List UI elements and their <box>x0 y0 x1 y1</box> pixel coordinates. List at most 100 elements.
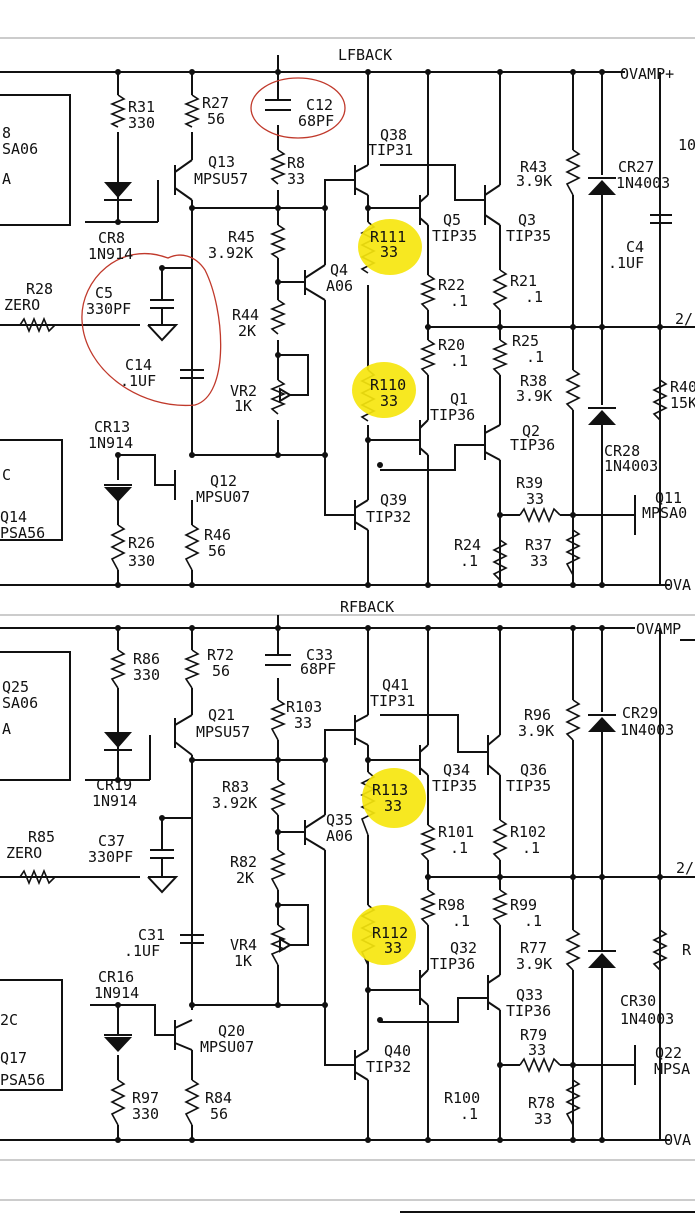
val-R24: .1 <box>460 552 478 570</box>
edge-bottom-0: Q25 <box>2 678 29 696</box>
ref-Q35: Q35 <box>326 811 353 829</box>
rail-pos-bottom: OVAMP <box>636 620 681 638</box>
edge-top-2: A <box>2 170 11 188</box>
val-R98: .1 <box>452 912 470 930</box>
val-R97: 330 <box>132 1105 159 1123</box>
val-R45: 3.92K <box>208 244 253 262</box>
ref-R28: R28 <box>26 280 53 298</box>
ref-R85: R85 <box>28 828 55 846</box>
val-R20: .1 <box>450 352 468 370</box>
ref-C14: C14 <box>125 356 152 374</box>
val-R82: 2K <box>236 869 254 887</box>
ref-R86: R86 <box>133 650 160 668</box>
ref-CR8: CR8 <box>98 229 125 247</box>
val-VR2: 1K <box>234 397 252 415</box>
edge-top-0: 8 <box>2 124 11 142</box>
val-R44: 2K <box>238 322 256 340</box>
val-C12: 68PF <box>298 112 334 130</box>
ref-Q3: Q3 <box>518 211 536 229</box>
edge-bottom-6: 2/ <box>676 859 694 877</box>
ref-CR19: CR19 <box>96 776 132 794</box>
ref-R37: R37 <box>525 536 552 554</box>
val-R78: 33 <box>534 1110 552 1128</box>
val-CR19: 1N914 <box>92 792 137 810</box>
ref-Q40: Q40 <box>384 1042 411 1060</box>
edge-top-6: 10 <box>678 136 695 154</box>
ref-Q12: Q12 <box>210 472 237 490</box>
val-C37: 330PF <box>88 848 133 866</box>
val-Q33: TIP36 <box>506 1002 551 1020</box>
ref-VR4: VR4 <box>230 936 257 954</box>
edge-bottom-7: R <box>682 941 692 959</box>
ref-R26: R26 <box>128 534 155 552</box>
ref-Q22: Q22 <box>655 1044 682 1062</box>
val-R96: 3.9K <box>518 722 554 740</box>
ref-C33: C33 <box>306 646 333 664</box>
val-Q40: TIP32 <box>366 1058 411 1076</box>
ref-R84: R84 <box>205 1089 232 1107</box>
ref-R24: R24 <box>454 536 481 554</box>
edge-bottom-1: SA06 <box>2 694 38 712</box>
ref-R77: R77 <box>520 939 547 957</box>
val-CR28: 1N4003 <box>604 457 658 475</box>
val-R37: 33 <box>530 552 548 570</box>
labels: LFBACK OVAMP+ OVA R31 330 R27 56 C12 68P… <box>0 46 695 1149</box>
ref-R31: R31 <box>128 98 155 116</box>
ref-R110: R110 <box>370 376 406 394</box>
val-R21: .1 <box>525 288 543 306</box>
ref-VR2: VR2 <box>230 382 257 400</box>
ref-R82: R82 <box>230 853 257 871</box>
ref-Q32: Q32 <box>450 939 477 957</box>
ref-R100: R100 <box>444 1089 480 1107</box>
val-CR16: 1N914 <box>94 984 139 1002</box>
val-CR29: 1N4003 <box>620 721 674 739</box>
val-R110: 33 <box>380 392 398 410</box>
edge-top-4: Q14 <box>0 508 27 526</box>
val-R31: 330 <box>128 114 155 132</box>
val-Q20: MPSU07 <box>200 1038 254 1056</box>
ref-R96: R96 <box>524 706 551 724</box>
ref-Q5: Q5 <box>443 211 461 229</box>
ref-CR16: CR16 <box>98 968 134 986</box>
val-C33: 68PF <box>300 660 336 678</box>
val-CR30: 1N4003 <box>620 1010 674 1028</box>
rail-pos-top: OVAMP+ <box>620 65 674 83</box>
ref-R112: R112 <box>372 924 408 942</box>
val-R84: 56 <box>210 1105 228 1123</box>
val-R83: 3.92K <box>212 794 257 812</box>
ref-R103: R103 <box>286 698 322 716</box>
edge-top-5: PSA56 <box>0 524 45 542</box>
val-R111: 33 <box>380 243 398 261</box>
ref-Q20: Q20 <box>218 1022 245 1040</box>
ref-R21: R21 <box>510 272 537 290</box>
ref-C5: C5 <box>95 284 113 302</box>
val-Q13: MPSU57 <box>194 170 248 188</box>
val-Q1: TIP36 <box>430 406 475 424</box>
val-Q11: MPSA0 <box>642 504 687 522</box>
ref-C4: C4 <box>626 238 644 256</box>
ref-R27: R27 <box>202 94 229 112</box>
ref-CR13: CR13 <box>94 418 130 436</box>
val-R77: 3.9K <box>516 955 552 973</box>
edge-bottom-2: A <box>2 720 11 738</box>
val-R100: .1 <box>460 1105 478 1123</box>
val-Q41: TIP31 <box>370 692 415 710</box>
val-R85: ZERO <box>6 844 42 862</box>
ref-Q11: Q11 <box>655 489 682 507</box>
ref-Q13: Q13 <box>208 153 235 171</box>
val-CR27: 1N4003 <box>616 174 670 192</box>
val-R39: 33 <box>526 490 544 508</box>
val-R26: 330 <box>128 552 155 570</box>
ref-R98: R98 <box>438 896 465 914</box>
ref-R72: R72 <box>207 646 234 664</box>
val-R22: .1 <box>450 292 468 310</box>
ref-R46: R46 <box>204 526 231 544</box>
ref-Q36: Q36 <box>520 761 547 779</box>
edge-top-8: 15K <box>670 394 695 412</box>
ref-CR29: CR29 <box>622 704 658 722</box>
ref-R101: R101 <box>438 823 474 841</box>
val-R103: 33 <box>294 714 312 732</box>
edge-top-3: C <box>2 466 11 484</box>
ref-Q1: Q1 <box>450 390 468 408</box>
val-C14: .1UF <box>120 372 156 390</box>
